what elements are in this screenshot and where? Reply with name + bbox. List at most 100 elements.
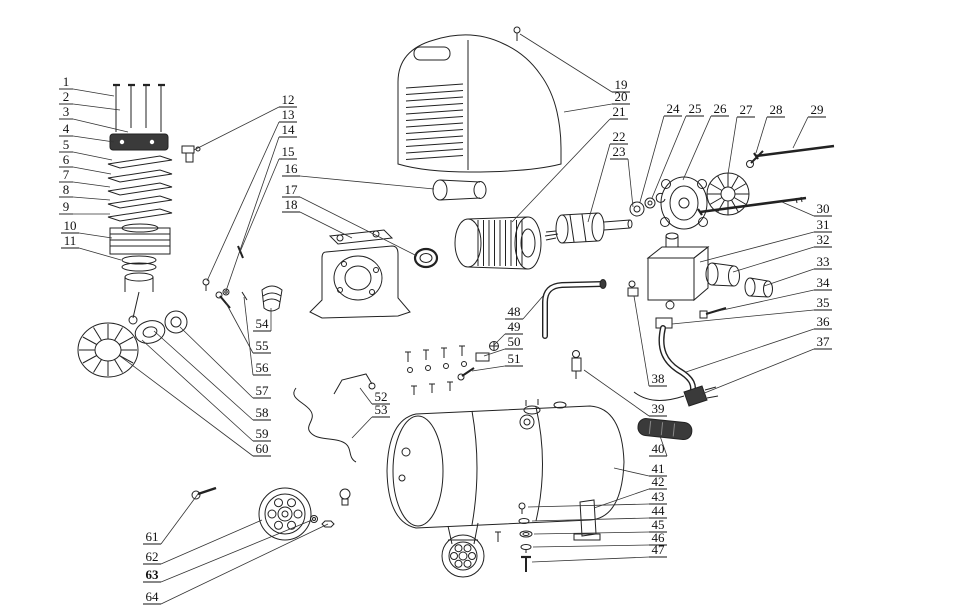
- part-number: 59: [256, 426, 269, 441]
- callout-48: 48: [505, 295, 544, 320]
- callout-33: 33: [763, 254, 832, 287]
- callout-15: 15: [239, 144, 297, 253]
- callout-46: 46: [532, 530, 667, 548]
- part-number: 10: [64, 218, 77, 233]
- callout-21: 21: [511, 104, 628, 223]
- part-number: 25: [689, 101, 702, 116]
- part-number: 40: [652, 441, 665, 456]
- callout-60: 60: [119, 355, 271, 457]
- part-number: 16: [285, 161, 299, 176]
- callout-11: 11: [61, 233, 122, 261]
- callout-6: 6: [59, 152, 112, 175]
- callout-45: 45: [533, 517, 667, 535]
- pump-head-stack: [107, 83, 173, 325]
- part-number: 61: [146, 529, 159, 544]
- callout-14: 14: [225, 122, 297, 292]
- callout-54: 54: [253, 308, 272, 332]
- part-number: 6: [63, 152, 70, 167]
- motor-stator: [454, 216, 542, 270]
- safety-valve: [571, 350, 582, 379]
- callout-9: 9: [59, 199, 110, 215]
- part-number: 12: [282, 92, 295, 107]
- callout-55: 55: [225, 302, 271, 354]
- callout-20: 20: [563, 89, 630, 113]
- part-number: 56: [256, 360, 270, 375]
- callout-40: 40: [649, 435, 668, 457]
- part-number: 13: [282, 107, 295, 122]
- callout-18: 18: [282, 197, 353, 239]
- part-number: 7: [63, 167, 70, 182]
- rubber-grip: [637, 418, 693, 441]
- callout-62: 62: [143, 519, 263, 565]
- callout-43: 43: [527, 489, 667, 508]
- part-number: 29: [811, 102, 824, 117]
- callout-36: 36: [685, 314, 832, 373]
- part-number: 64: [146, 589, 160, 604]
- part-number: 8: [63, 182, 70, 197]
- callout-38: 38: [633, 295, 667, 387]
- part-number: 15: [282, 144, 295, 159]
- callout-19: 19: [519, 33, 630, 93]
- callout-5: 5: [59, 137, 113, 161]
- pressure-switch-assembly: [627, 232, 773, 319]
- callout-29: 29: [792, 102, 826, 149]
- callout-52: 52: [359, 387, 390, 405]
- callout-41: 41: [613, 461, 667, 477]
- part-number: 42: [652, 474, 665, 489]
- outlet-pipe-plug: [633, 317, 719, 407]
- callout-53: 53: [351, 402, 390, 439]
- part-number: 23: [613, 144, 626, 159]
- callout-64: 64: [143, 523, 329, 605]
- carry-handle: [542, 279, 607, 339]
- callout-3: 3: [59, 104, 129, 133]
- callout-8: 8: [59, 182, 111, 201]
- callout-10: 10: [61, 218, 113, 239]
- callout-51: 51: [471, 351, 523, 372]
- part-number: 32: [817, 232, 830, 247]
- callout-50: 50: [483, 334, 523, 357]
- part-number: 44: [652, 503, 666, 518]
- part-number: 43: [652, 489, 665, 504]
- part-number: 33: [817, 254, 830, 269]
- callout-37: 37: [701, 334, 832, 395]
- part-number: 52: [375, 389, 388, 404]
- part-number: 26: [714, 101, 728, 116]
- callout-58: 58: [153, 330, 271, 421]
- part-number: 3: [63, 104, 70, 119]
- part-number: 50: [508, 334, 521, 349]
- callout-56: 56: [243, 296, 271, 376]
- callout-7: 7: [59, 167, 111, 188]
- air-tank: [386, 399, 625, 578]
- callout-39: 39: [583, 369, 667, 417]
- callout-26: 26: [682, 101, 729, 181]
- wheel-axle-group: [191, 486, 351, 541]
- callout-28: 28: [755, 102, 785, 154]
- part-number: 24: [667, 101, 681, 116]
- part-number: 47: [652, 542, 666, 557]
- power-cord: [293, 373, 376, 463]
- part-number: 60: [256, 441, 269, 456]
- part-number: 28: [770, 102, 783, 117]
- callout-17: 17: [282, 182, 418, 257]
- intake-filter: [432, 179, 487, 201]
- part-number: 18: [285, 197, 298, 212]
- rotor-shaft: [544, 192, 666, 244]
- part-number: 51: [508, 351, 521, 366]
- callout-44: 44: [531, 503, 667, 522]
- part-number: 53: [375, 402, 388, 417]
- part-number: 17: [285, 182, 299, 197]
- callout-35: 35: [671, 295, 832, 325]
- callout-12: 12: [193, 92, 297, 151]
- part-number: 5: [63, 137, 70, 152]
- part-number: 57: [256, 383, 270, 398]
- part-number: 38: [652, 371, 665, 386]
- long-bolts: [697, 144, 835, 216]
- pump-crankcase: [309, 229, 439, 319]
- part-number: 58: [256, 405, 269, 420]
- part-number: 46: [652, 530, 666, 545]
- callout-16: 16: [282, 161, 435, 190]
- part-number: 45: [652, 517, 665, 532]
